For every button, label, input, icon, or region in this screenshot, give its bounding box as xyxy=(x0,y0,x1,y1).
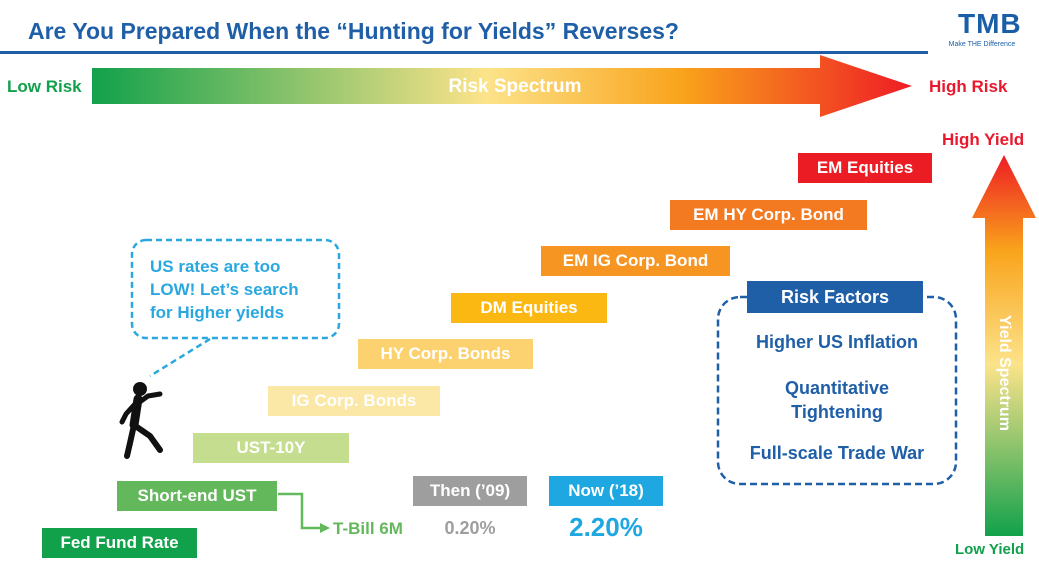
speech-bubble-outline xyxy=(130,238,341,340)
risk-factor-item: Higher US Inflation xyxy=(756,332,918,352)
low-yield-label: Low Yield xyxy=(955,541,1025,558)
speech-bubble-tail xyxy=(149,337,211,378)
then-value: 0.20% xyxy=(444,518,496,538)
risk-factor-item: Quantitative Tightening xyxy=(784,378,890,422)
tmb-logo: TMB xyxy=(958,8,1022,39)
now-label: Now (’18) xyxy=(549,476,663,506)
now-value: 2.20% xyxy=(569,512,643,542)
speech-bubble-line: for Higher yields xyxy=(150,303,285,322)
asset-box-em-equities: EM Equities xyxy=(798,153,932,183)
tbill-connector xyxy=(278,492,320,530)
page-title: Are You Prepared When the “Hunting for Y… xyxy=(28,18,679,44)
risk-spectrum-label: Risk Spectrum xyxy=(448,76,582,97)
asset-box-hy-corp-bonds: HY Corp. Bonds xyxy=(358,339,533,369)
high-risk-label: High Risk xyxy=(929,77,1008,96)
risk-spectrum-arrow xyxy=(92,55,912,117)
asset-box-fed-fund-rate: Fed Fund Rate xyxy=(42,528,197,558)
running-person-icon xyxy=(119,382,163,459)
high-yield-label: High Yield xyxy=(942,130,1025,149)
speech-bubble-text: US rates are too LOW! Let’s search for H… xyxy=(150,255,299,324)
asset-box-em-ig-corp-bond: EM IG Corp. Bond xyxy=(541,246,730,276)
asset-box-em-hy-corp-bond: EM HY Corp. Bond xyxy=(670,200,867,230)
risk-factors-title: Risk Factors xyxy=(747,281,923,313)
logo-tagline: Make THE Difference xyxy=(948,41,1016,48)
asset-box-short-end-ust: Short-end UST xyxy=(117,481,277,511)
risk-factors-outline xyxy=(716,295,958,486)
speech-bubble-line: US rates are too xyxy=(150,257,281,276)
asset-box-ust-10y: UST-10Y xyxy=(193,433,349,463)
yield-spectrum-label: Yield Spectrum xyxy=(996,315,1013,431)
asset-box-ig-corp-bonds: IG Corp. Bonds xyxy=(268,386,440,416)
risk-factor-item: Full-scale Trade War xyxy=(749,443,925,463)
tbill-connector-arrowhead xyxy=(320,523,330,533)
yield-spectrum-arrow xyxy=(972,155,1036,536)
asset-box-dm-equities: DM Equities xyxy=(451,293,607,323)
speech-bubble-line: LOW! Let’s search xyxy=(150,280,299,299)
tbill-label: T-Bill 6M xyxy=(333,519,403,538)
title-underline xyxy=(0,51,928,54)
low-risk-label: Low Risk xyxy=(7,77,82,96)
then-label: Then (’09) xyxy=(413,476,527,506)
